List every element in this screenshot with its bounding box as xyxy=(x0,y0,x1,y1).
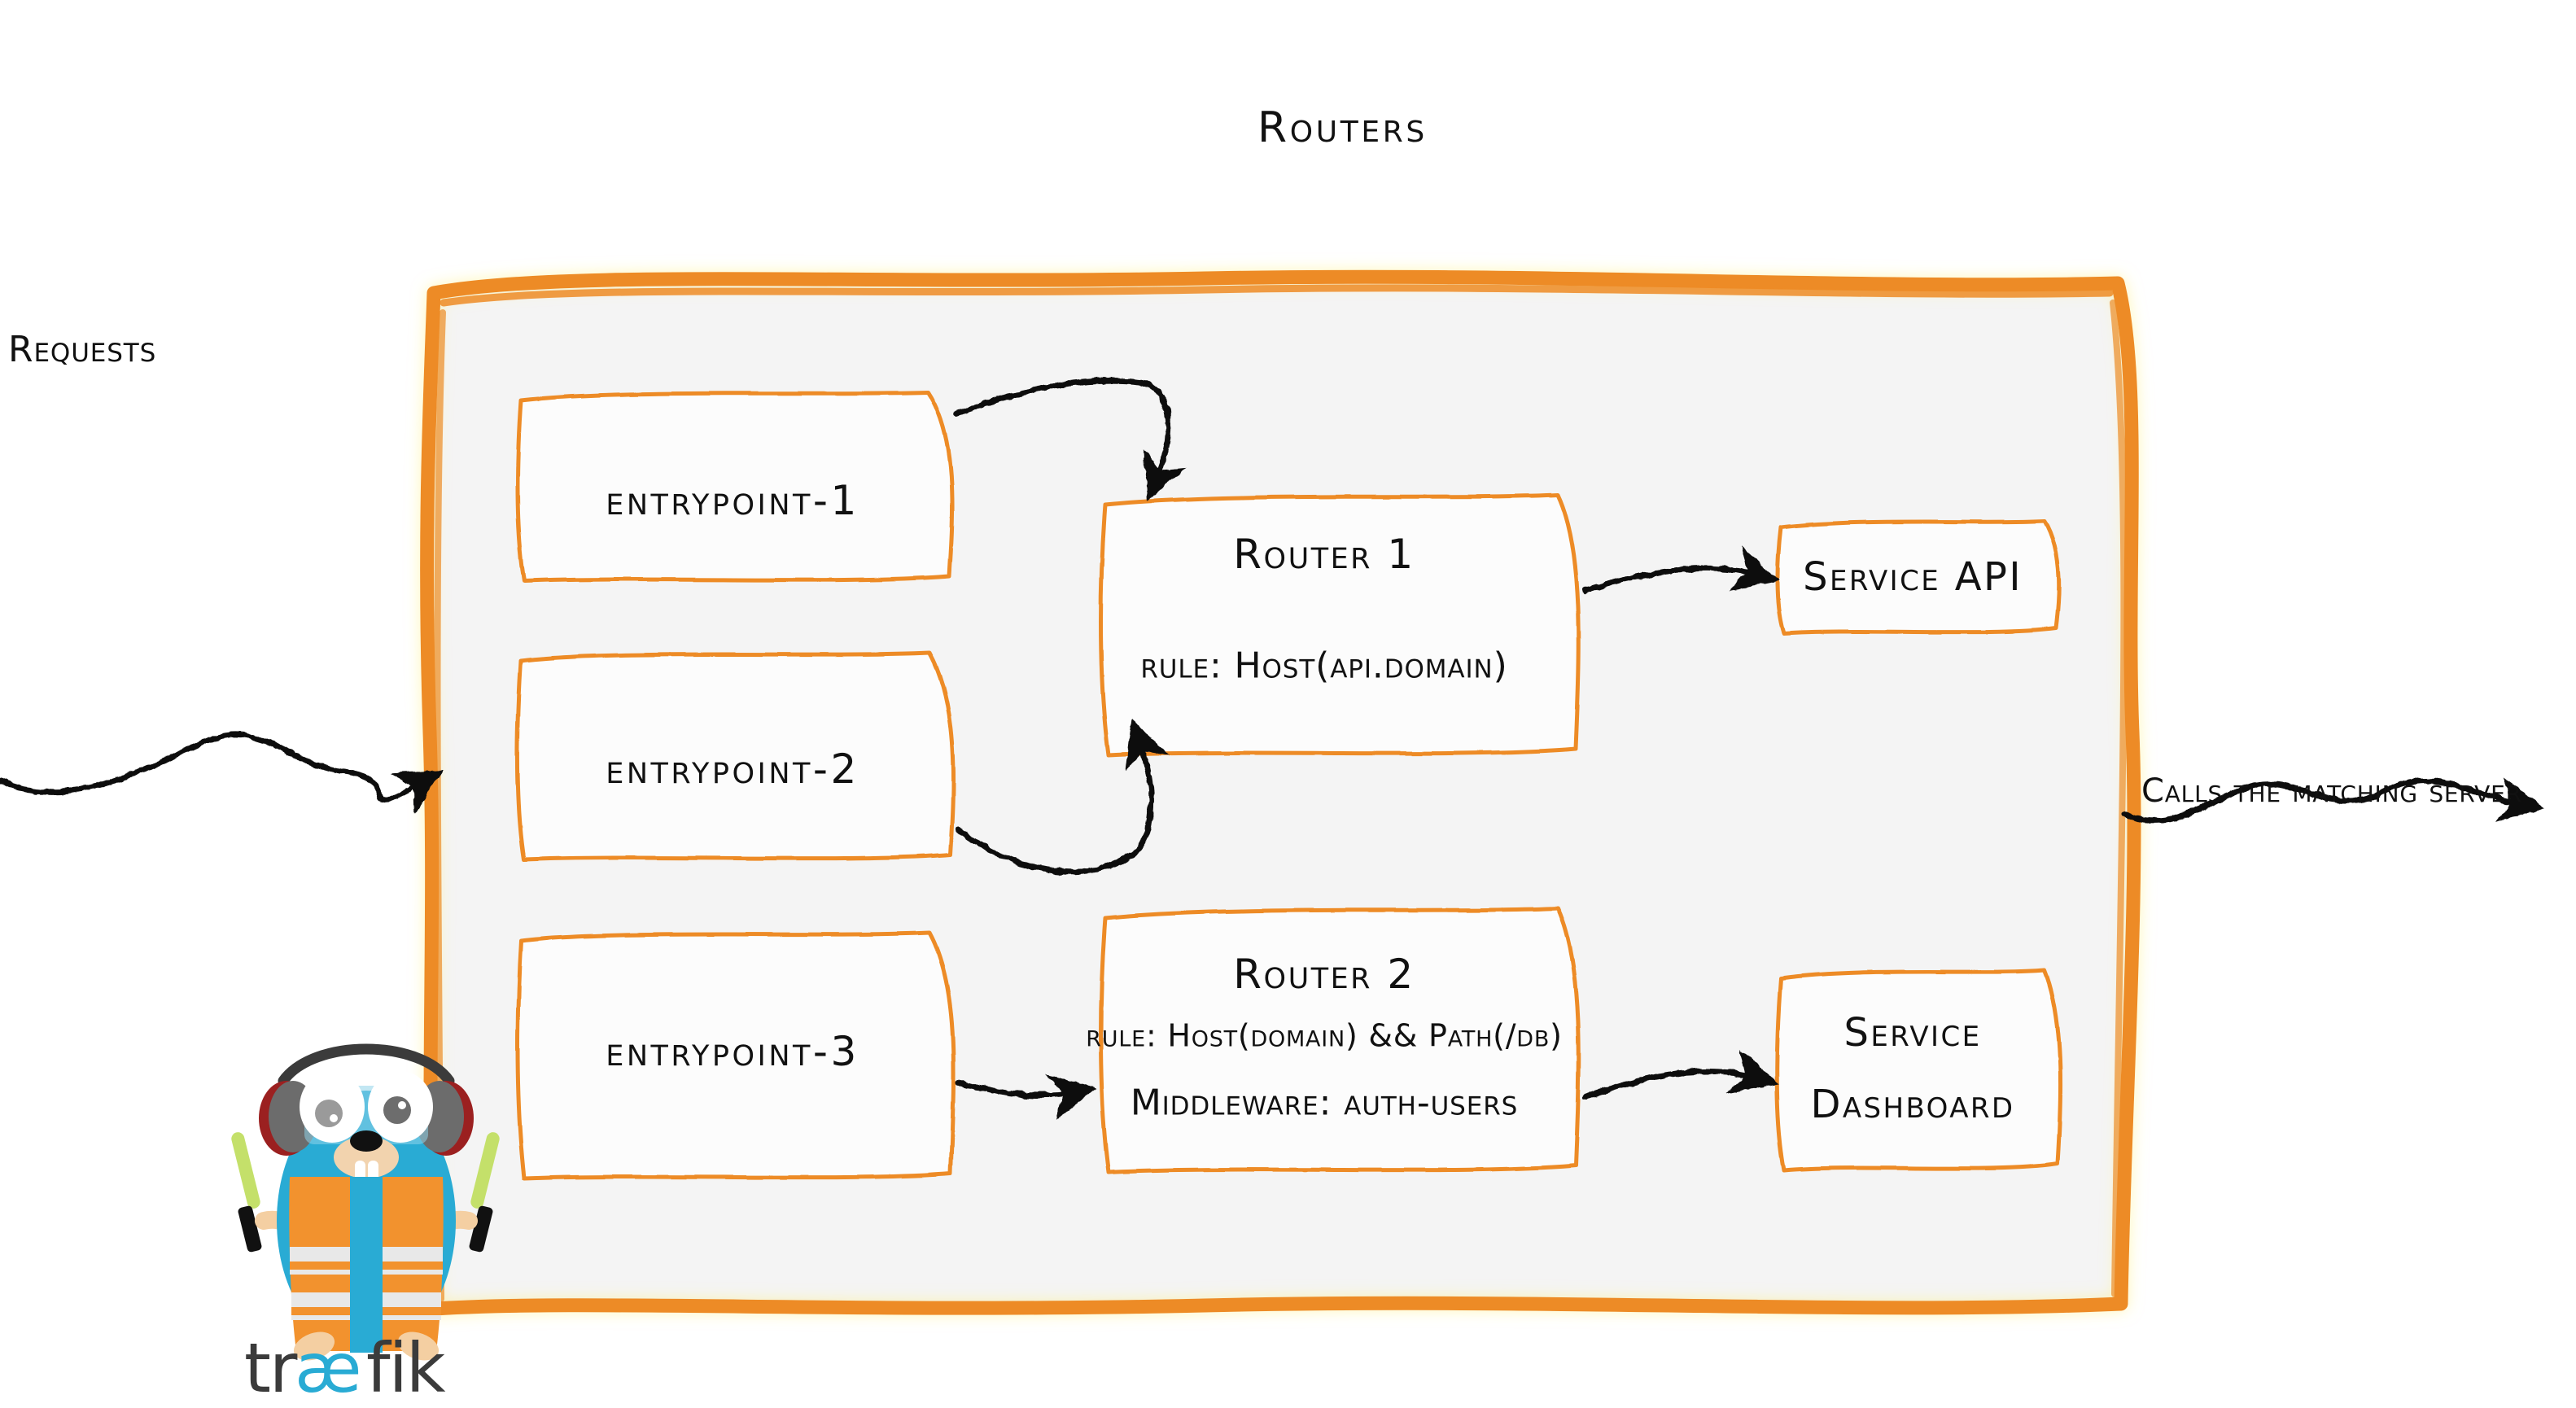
service-dashboard-box[interactable] xyxy=(1774,968,2063,1173)
arrow-router1-to-serviceapi xyxy=(1582,545,1781,594)
arrow-router2-to-servicedashboard xyxy=(1582,1048,1778,1100)
wordmark-tr: tr xyxy=(244,1331,298,1408)
entrypoint-2-box[interactable] xyxy=(515,650,956,862)
service-api-box[interactable] xyxy=(1775,518,2062,636)
arrow-entrypoint1-to-router1 xyxy=(953,378,1187,501)
wordmark-fik: fik xyxy=(366,1331,446,1408)
entrypoint-3-box[interactable] xyxy=(515,930,956,1181)
router-1-box[interactable] xyxy=(1099,492,1581,758)
entrypoint-1-box[interactable] xyxy=(515,390,955,584)
wordmark-ae: æ xyxy=(295,1331,361,1408)
connector-arrows xyxy=(0,378,2546,1120)
traefik-wordmark: tr æ fik xyxy=(244,1331,448,1408)
arrow-inbound-requests xyxy=(0,731,444,814)
arrow-outbound-calls xyxy=(2121,776,2546,824)
arrow-entrypoint3-to-router2 xyxy=(956,1073,1097,1120)
router-2-box[interactable] xyxy=(1099,906,1581,1174)
arrow-entrypoint2-to-router1 xyxy=(956,719,1170,875)
